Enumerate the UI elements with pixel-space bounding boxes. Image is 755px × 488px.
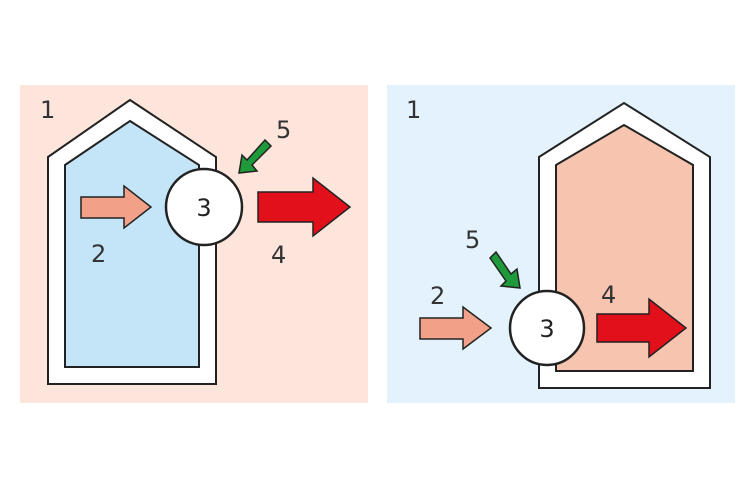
right-outflow-arrow (596, 297, 688, 359)
left-panel: 1 2 3 4 5 (20, 85, 368, 403)
left-house-inner (64, 119, 200, 368)
left-inflow-label: 2 (91, 240, 106, 268)
right-supply-label: 5 (465, 226, 480, 254)
left-outflow-label: 4 (271, 241, 286, 269)
left-unit-label: 3 (196, 194, 211, 222)
left-supply-arrow (238, 138, 273, 174)
right-inflow-arrow (419, 305, 493, 351)
right-unit-circle (508, 289, 586, 367)
left-zone-label: 1 (40, 96, 55, 124)
left-unit-circle (164, 167, 244, 247)
right-inflow-label: 2 (430, 282, 445, 310)
right-outflow-label: 4 (601, 281, 616, 309)
left-inflow-arrow (80, 184, 153, 230)
right-unit-label: 3 (539, 315, 554, 343)
left-outflow-arrow (257, 176, 352, 238)
right-supply-arrow (489, 250, 521, 289)
left-supply-label: 5 (276, 116, 291, 144)
right-panel: 1 2 3 4 5 (387, 85, 735, 403)
right-zone-label: 1 (406, 96, 421, 124)
